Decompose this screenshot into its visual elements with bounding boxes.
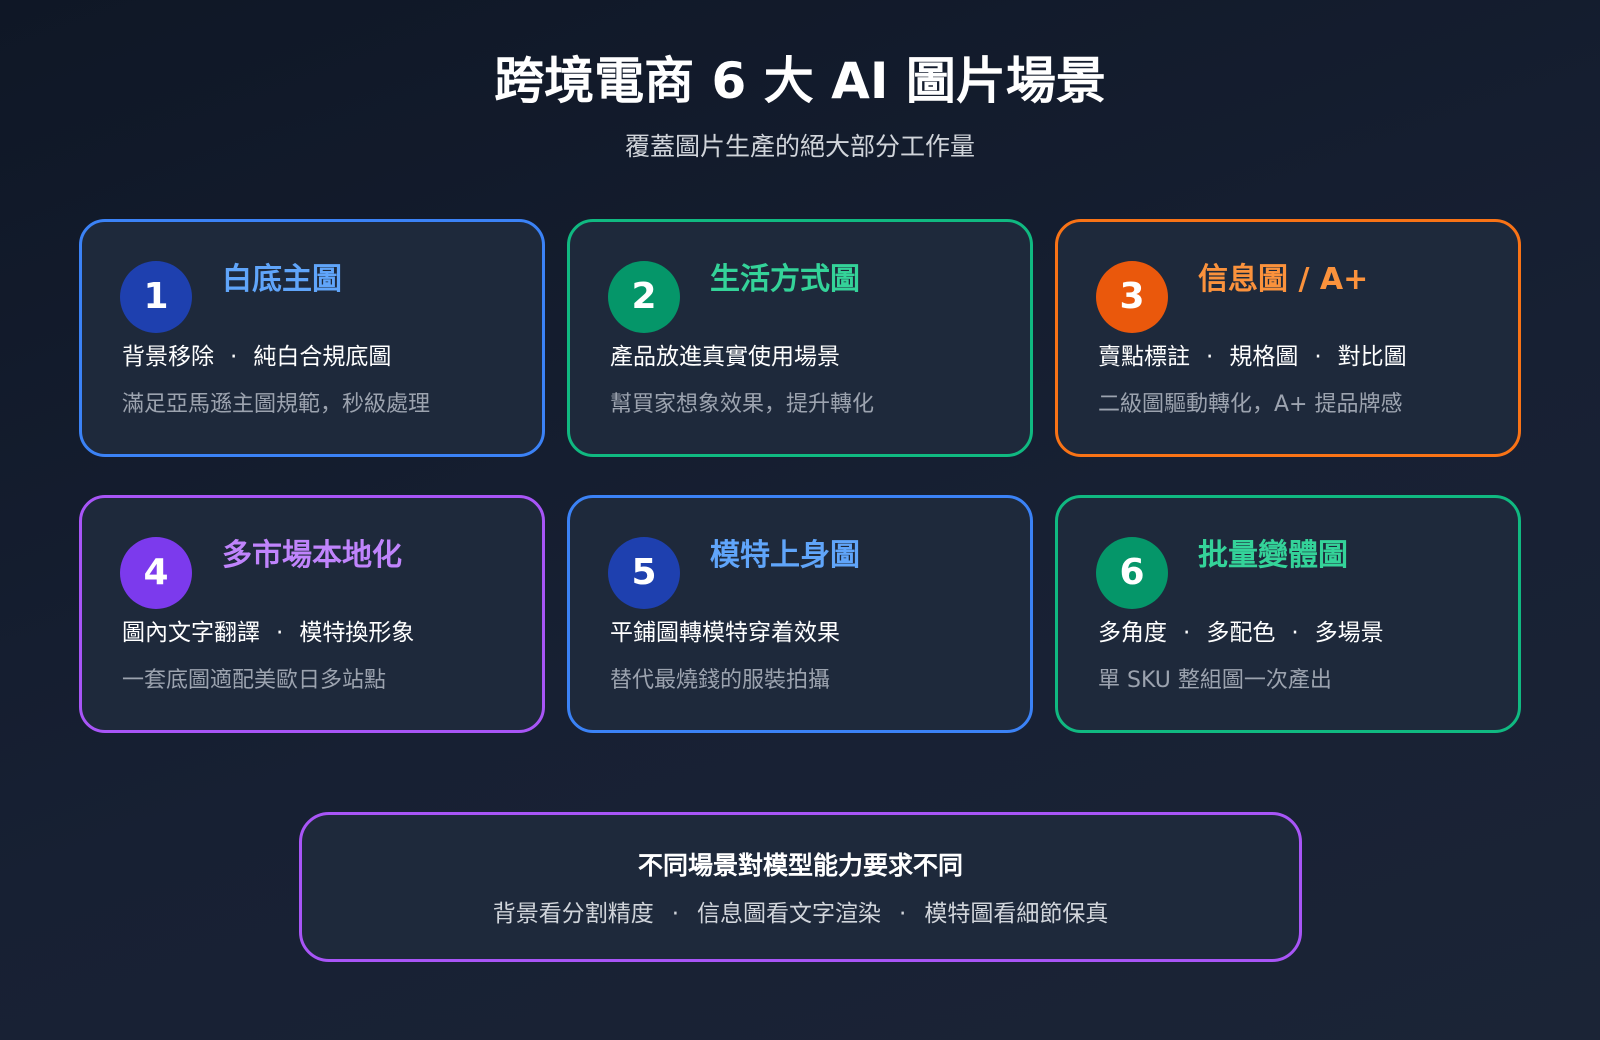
card-tag: 多場景: [1314, 620, 1384, 646]
scenario-card-2: 2 生活方式圖 產品放進真實使用場景 幫買家想象效果，提升轉化: [567, 219, 1033, 457]
number-badge: 3: [1096, 261, 1168, 333]
card-tags: 圖內文字翻譯 · 模特換形象: [122, 617, 414, 649]
card-tag: 多配色: [1206, 620, 1276, 646]
number-badge: 5: [608, 537, 680, 609]
number-badge: 4: [120, 537, 192, 609]
card-tags: 賣點標註 · 規格圖 · 對比圖: [1098, 341, 1407, 373]
summary-box: 不同場景對模型能力要求不同 背景看分割精度 · 信息圖看文字渲染 · 模特圖看細節保真: [299, 812, 1302, 962]
point-separator: ·: [671, 901, 679, 927]
summary-point: 背景看分割精度: [492, 901, 654, 927]
card-description: 幫買家想象效果，提升轉化: [610, 392, 875, 417]
card-tag: 規格圖: [1229, 344, 1299, 370]
summary-point: 模特圖看細節保真: [924, 901, 1109, 927]
card-tag: 模特換形象: [299, 620, 415, 646]
tag-separator: ·: [1206, 344, 1214, 370]
page-title: 跨境電商 6 大 AI 圖片場景: [494, 52, 1106, 110]
point-separator: ·: [899, 901, 907, 927]
card-description: 替代最燒錢的服裝拍攝: [610, 668, 831, 693]
card-tag: 賣點標註: [1098, 344, 1190, 370]
card-title: 多市場本地化: [222, 538, 402, 573]
number-badge: 6: [1096, 537, 1168, 609]
tag-separator: ·: [230, 344, 238, 370]
card-description: 單 SKU 整組圖一次產出: [1098, 668, 1332, 693]
number-badge: 1: [120, 261, 192, 333]
card-title: 信息圖 / A+: [1198, 262, 1369, 297]
card-title: 白底主圖: [222, 262, 342, 297]
card-tag: 平鋪圖轉模特穿着效果: [610, 620, 840, 646]
card-description: 一套底圖適配美歐日多站點: [122, 668, 387, 693]
card-tags: 多角度 · 多配色 · 多場景: [1098, 617, 1384, 649]
tag-separator: ·: [1183, 620, 1191, 646]
card-tag: 圖內文字翻譯: [122, 620, 260, 646]
summary-points: 背景看分割精度 · 信息圖看文字渲染 · 模特圖看細節保真: [302, 898, 1299, 930]
card-title: 模特上身圖: [710, 538, 860, 573]
card-tags: 產品放進真實使用場景: [610, 341, 840, 373]
card-title: 生活方式圖: [710, 262, 860, 297]
tag-separator: ·: [1314, 344, 1322, 370]
tag-separator: ·: [276, 620, 284, 646]
card-description: 二級圖驅動轉化，A+ 提品牌感: [1098, 392, 1403, 417]
card-description: 滿足亞馬遜主圖規範，秒級處理: [122, 392, 431, 417]
tag-separator: ·: [1291, 620, 1299, 646]
card-tag: 多角度: [1098, 620, 1167, 646]
card-tags: 背景移除 · 純白合規底圖: [122, 341, 391, 373]
scenario-card-6: 6 批量變體圖 多角度 · 多配色 · 多場景 單 SKU 整組圖一次產出: [1055, 495, 1521, 733]
card-tag: 背景移除: [122, 344, 214, 370]
card-tag: 產品放進真實使用場景: [610, 344, 840, 370]
card-title: 批量變體圖: [1198, 538, 1348, 573]
card-tag: 對比圖: [1337, 344, 1407, 370]
number-badge: 2: [608, 261, 680, 333]
page-subtitle: 覆蓋圖片生產的絕大部分工作量: [624, 132, 975, 161]
scenario-card-4: 4 多市場本地化 圖內文字翻譯 · 模特換形象 一套底圖適配美歐日多站點: [79, 495, 545, 733]
scenario-card-1: 1 白底主圖 背景移除 · 純白合規底圖 滿足亞馬遜主圖規範，秒級處理: [79, 219, 545, 457]
scenario-card-5: 5 模特上身圖 平鋪圖轉模特穿着效果 替代最燒錢的服裝拍攝: [567, 495, 1033, 733]
summary-point: 信息圖看文字渲染: [697, 901, 881, 927]
card-tag: 純白合規底圖: [253, 344, 392, 370]
scenario-card-3: 3 信息圖 / A+ 賣點標註 · 規格圖 · 對比圖 二級圖驅動轉化，A+ 提品牌感: [1055, 219, 1521, 457]
summary-title: 不同場景對模型能力要求不同: [637, 851, 963, 880]
card-tags: 平鋪圖轉模特穿着效果: [610, 617, 840, 649]
